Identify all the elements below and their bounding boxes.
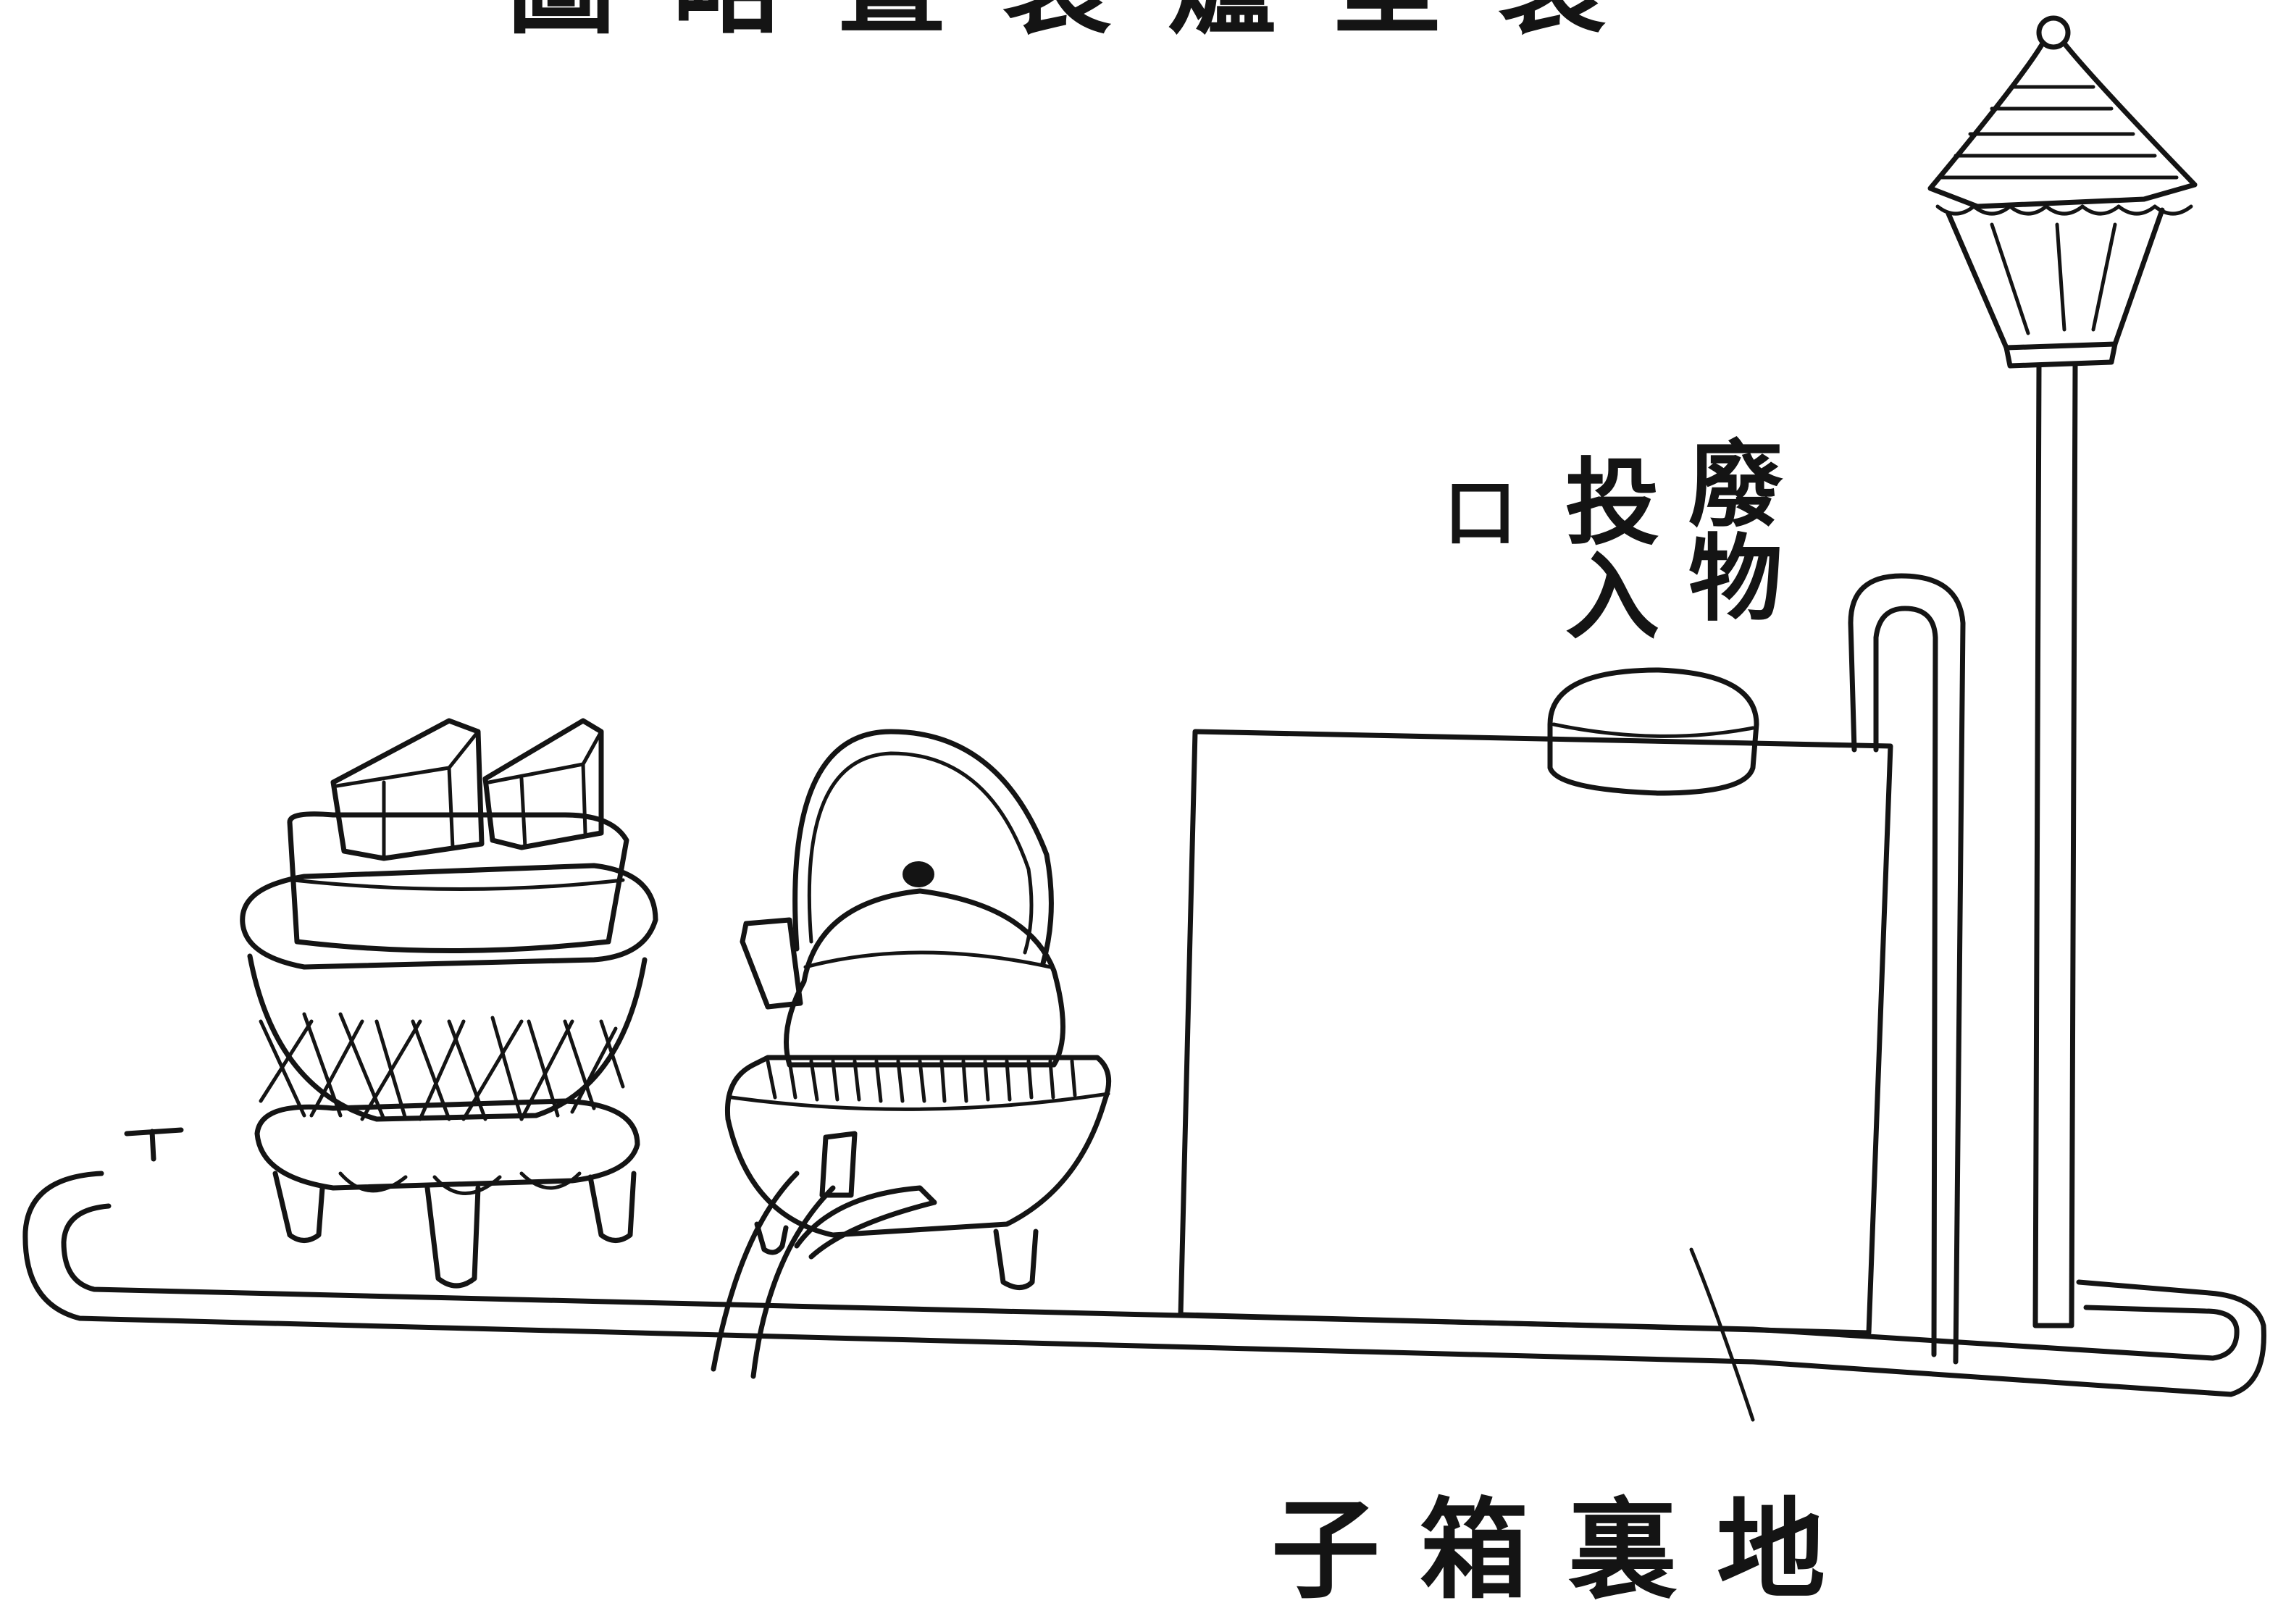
underground-box xyxy=(1178,729,1893,1422)
box-label: 地裏箱子 xyxy=(1271,1486,1866,1614)
inlet-label-col1: 廢物 xyxy=(1672,435,1783,623)
left-stove xyxy=(240,718,658,1289)
waste-inlet xyxy=(1547,667,1759,796)
diagram-title: 圖略置裝爐室製 xyxy=(507,0,1663,40)
kettle-stove xyxy=(711,729,1112,1379)
inlet-label-col2: 投入 xyxy=(1549,453,1660,641)
riser-pipe xyxy=(1848,573,1966,1365)
underground-pipe xyxy=(22,1171,2266,1397)
left-pipe-tap xyxy=(124,1127,184,1162)
inlet-label-col3: 口 xyxy=(1431,474,1517,547)
chimney-lamp xyxy=(1927,15,2198,1328)
